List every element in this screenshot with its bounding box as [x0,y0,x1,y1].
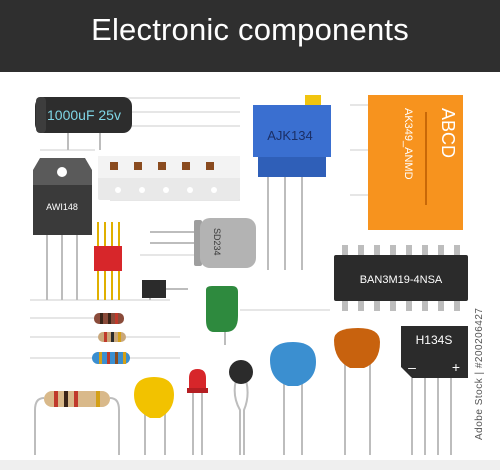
capacitor-label: 1000uF 25v [47,107,121,123]
dip-connector [94,222,122,300]
ceramic-capacitor-black [229,360,253,455]
red-led [187,369,208,455]
watermark-bar [0,460,500,470]
resistor-4 [34,391,120,455]
ceramic-capacitor-blue [270,342,316,455]
bridge-label: H134S [416,333,453,347]
bridge-minus: – [408,359,416,375]
crystal-label: SD234 [212,228,222,256]
resistor-1 [94,313,124,324]
resistor-3 [92,352,130,364]
resistor-network [98,156,240,201]
title-banner: Electronic components [0,0,500,72]
ceramic-capacitor-yellow [134,377,174,455]
bridge-rectifier: H134S – + [401,326,468,455]
bridge-plus: + [452,359,460,375]
crystal-oscillator: SD234 [150,218,256,268]
relay-brand: ABCD [438,108,458,158]
power-transistor: AWI148 [33,158,92,300]
transistor-label: AWI148 [46,202,78,212]
relay: ABCD AK349_ANMD [368,95,463,230]
ceramic-capacitor-brown [334,328,380,455]
resistor-2 [98,332,126,342]
ic-chip: BAN3M19-4NSA [334,245,468,311]
film-capacitor [206,286,238,345]
ic-label: BAN3M19-4NSA [360,274,443,286]
stock-id: Adobe Stock | #200206427 [474,307,485,440]
trimmer-label: AJK134 [267,128,313,143]
page-title: Electronic components [91,12,409,47]
relay-model: AK349_ANMD [402,108,414,180]
small-transistor [142,280,188,300]
trimmer-potentiometer: AJK134 [253,95,331,270]
electrolytic-capacitor: 1000uF 25v [35,97,132,150]
